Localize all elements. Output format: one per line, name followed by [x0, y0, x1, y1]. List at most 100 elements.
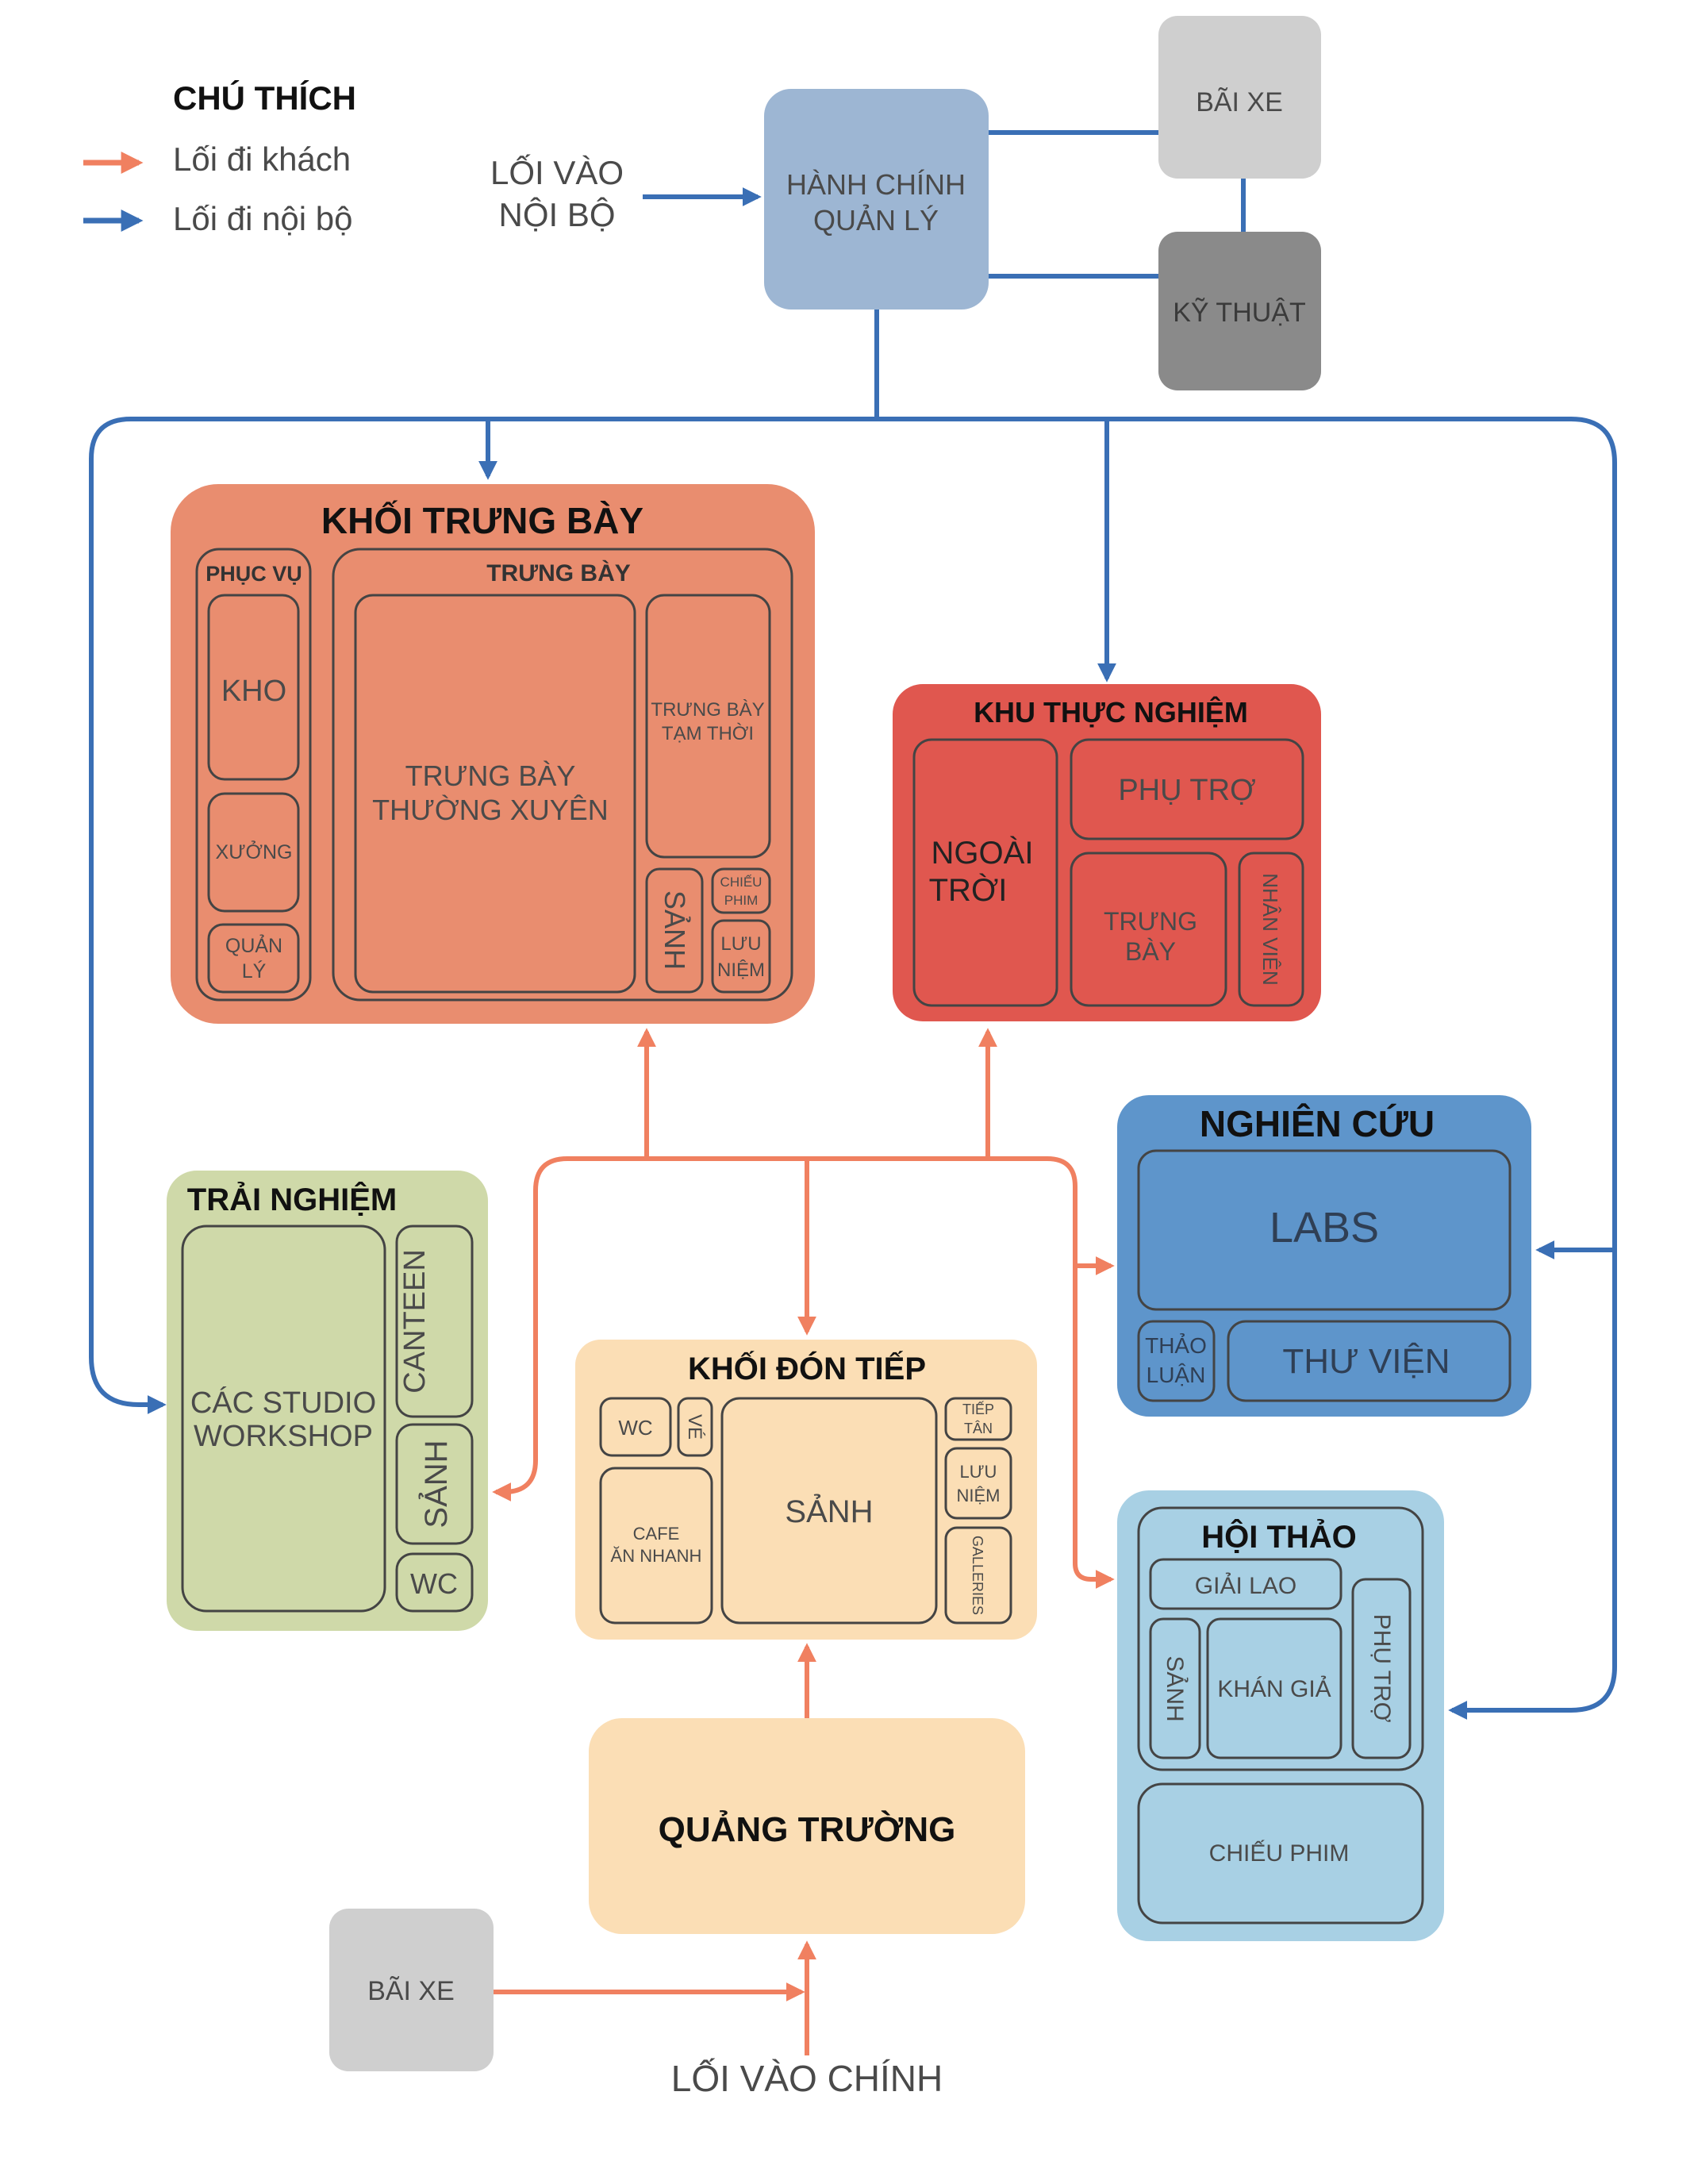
experience-lobby-label: SẢNH — [417, 1440, 454, 1528]
experimental-title: KHU THỰC NGHIỆM — [974, 695, 1248, 729]
library-label: THƯ VIỆN — [1282, 1342, 1450, 1381]
legend-guest-path: Lối đi khách — [173, 140, 351, 178]
canteen-room — [395, 1225, 474, 1418]
admin-label-line2: QUẢN LÝ — [813, 204, 939, 236]
discussion-label-line1: THẢO — [1145, 1332, 1207, 1358]
front-desk-line2: TÂN — [964, 1421, 993, 1436]
experimental-block: KHU THỰC NGHIỆM NGOÀI TRỜI PHỤ TRỢ TRƯNG… — [893, 684, 1321, 1021]
plaza-box — [589, 1718, 1025, 1934]
seminar-support-label: PHỤ TRỢ — [1369, 1614, 1395, 1723]
seminar-lobby-label: SẢNH — [1162, 1655, 1189, 1721]
front-desk-line1: TIẾP — [962, 1401, 994, 1417]
parking-bottom-label: BÃI XE — [367, 1976, 455, 2006]
exhibition-block: KHỐI TRƯNG BÀY PHỤC VỤ KHO XƯỞNG QUẢN LÝ… — [171, 484, 815, 1024]
storage-label: KHO — [221, 675, 286, 708]
legend-title: CHÚ THÍCH — [173, 79, 356, 117]
temporary-label-line2: TẠM THỜI — [662, 723, 754, 744]
parking-top-label: BÃI XE — [1196, 87, 1283, 117]
permanent-label-line1: TRƯNG BÀY — [405, 759, 576, 792]
exhibition-cinema — [711, 867, 771, 914]
exhibition-title: KHỐI TRƯNG BÀY — [321, 500, 643, 541]
display-title: TRƯNG BÀY — [486, 559, 631, 586]
experience-box — [167, 1171, 488, 1631]
main-entrance-label: LỐI VÀO CHÍNH — [671, 2058, 943, 2099]
discussion-room — [1137, 1320, 1216, 1402]
exhibition-cinema-line2: PHIM — [724, 893, 759, 908]
cafe-label-line1: CAFE — [633, 1524, 680, 1544]
reception-souvenir — [944, 1447, 1012, 1520]
permanent-room — [354, 594, 636, 994]
admin-label-line1: HÀNH CHÍNH — [786, 168, 966, 201]
exhibition-souvenir — [711, 919, 771, 994]
labs-room — [1137, 1149, 1512, 1311]
internal-to-experience — [89, 417, 877, 1414]
ticket-label: VÉ — [684, 1414, 705, 1440]
audience-hall — [1206, 1617, 1343, 1759]
seminar-cinema-label: CHIẾU PHIM — [1209, 1840, 1350, 1867]
workshop-label: XƯỞNG — [216, 840, 293, 863]
experimental-support-label: PHỤ TRỢ — [1118, 774, 1255, 807]
studio-label-line1: CÁC STUDIO — [190, 1386, 376, 1420]
exhibition-box — [171, 484, 815, 1024]
reception-lobby-label: SẢNH — [785, 1493, 873, 1529]
research-title: NGHIÊN CỨU — [1200, 1103, 1435, 1144]
storage-room — [207, 594, 300, 781]
parking-bottom-box — [329, 1909, 494, 2071]
cafe-room — [599, 1467, 713, 1625]
experimental-support — [1070, 738, 1304, 840]
experience-wc — [395, 1552, 474, 1613]
service-zone — [195, 548, 312, 1002]
internal-entrance-label-line2: NỘI BỘ — [498, 196, 615, 233]
seminar-box — [1117, 1490, 1444, 1941]
exhibition-souvenir-line1: LƯU — [720, 933, 761, 955]
guest-to-experience — [492, 1156, 647, 1502]
exhibition-lobby-label: SẢNH — [659, 890, 691, 970]
labs-label: LABS — [1270, 1204, 1379, 1252]
plaza-title: QUẢNG TRƯỜNG — [659, 1809, 956, 1849]
library-room — [1227, 1320, 1512, 1402]
reception-wc — [599, 1397, 672, 1457]
ticket-booth — [677, 1397, 713, 1457]
seminar-hall-zone — [1137, 1506, 1424, 1771]
staff-label: NHÂN VIÊN — [1258, 873, 1282, 986]
galleries-room — [944, 1526, 1012, 1625]
legend-internal-path: Lối đi nội bộ — [173, 200, 353, 237]
internal-entrance-label-line1: LỐI VÀO — [490, 153, 624, 191]
research-block: NGHIÊN CỨU LABS THẢO LUẬN THƯ VIỆN — [1117, 1095, 1531, 1417]
break-label: GIẢI LAO — [1195, 1572, 1296, 1599]
temporary-label-line1: TRƯNG BÀY — [651, 699, 764, 721]
admin-block: HÀNH CHÍNH QUẢN LÝ BÃI XE KỸ THUẬT — [764, 16, 1321, 390]
display-zone — [332, 548, 793, 1002]
parking-top-box — [1158, 16, 1321, 179]
guest-to-seminar — [988, 1156, 1115, 1589]
exhibition-lobby — [645, 867, 704, 994]
management-room — [207, 923, 300, 994]
technical-label: KỸ THUẬT — [1173, 298, 1306, 328]
experience-block: TRẢI NGHIỆM CÁC STUDIO WORKSHOP CANTEEN … — [167, 1171, 488, 1631]
outdoor-label-line1: NGOÀI — [932, 835, 1034, 871]
seminar-support — [1351, 1578, 1412, 1759]
staff-room — [1238, 852, 1304, 1007]
break-area — [1149, 1558, 1343, 1610]
experience-title: TRẢI NGHIỆM — [187, 1181, 397, 1217]
service-title: PHỤC VỤ — [206, 562, 302, 586]
seminar-lobby — [1149, 1617, 1201, 1759]
audience-label: KHÁN GIẢ — [1217, 1675, 1331, 1702]
galleries-label: GALLERIES — [970, 1536, 985, 1615]
internal-to-seminar — [877, 417, 1617, 1720]
guest-paths — [492, 1028, 1115, 2055]
technical-box — [1158, 232, 1321, 390]
research-box — [1117, 1095, 1531, 1417]
workshop-room — [207, 792, 300, 913]
reception-lobby — [720, 1397, 938, 1625]
seminar-cinema — [1137, 1782, 1424, 1924]
outdoor-area — [912, 738, 1058, 1007]
studio-label-line2: WORKSHOP — [194, 1420, 373, 1453]
seminar-title: HỘI THẢO — [1201, 1518, 1357, 1555]
admin-box — [764, 89, 989, 310]
reception-block: KHỐI ĐÓN TIẾP WC VÉ CAFE ĂN NHANH SẢNH T… — [575, 1340, 1037, 1640]
experimental-display — [1070, 852, 1227, 1007]
studio-room — [181, 1225, 386, 1613]
experience-wc-label: WC — [410, 1567, 458, 1600]
